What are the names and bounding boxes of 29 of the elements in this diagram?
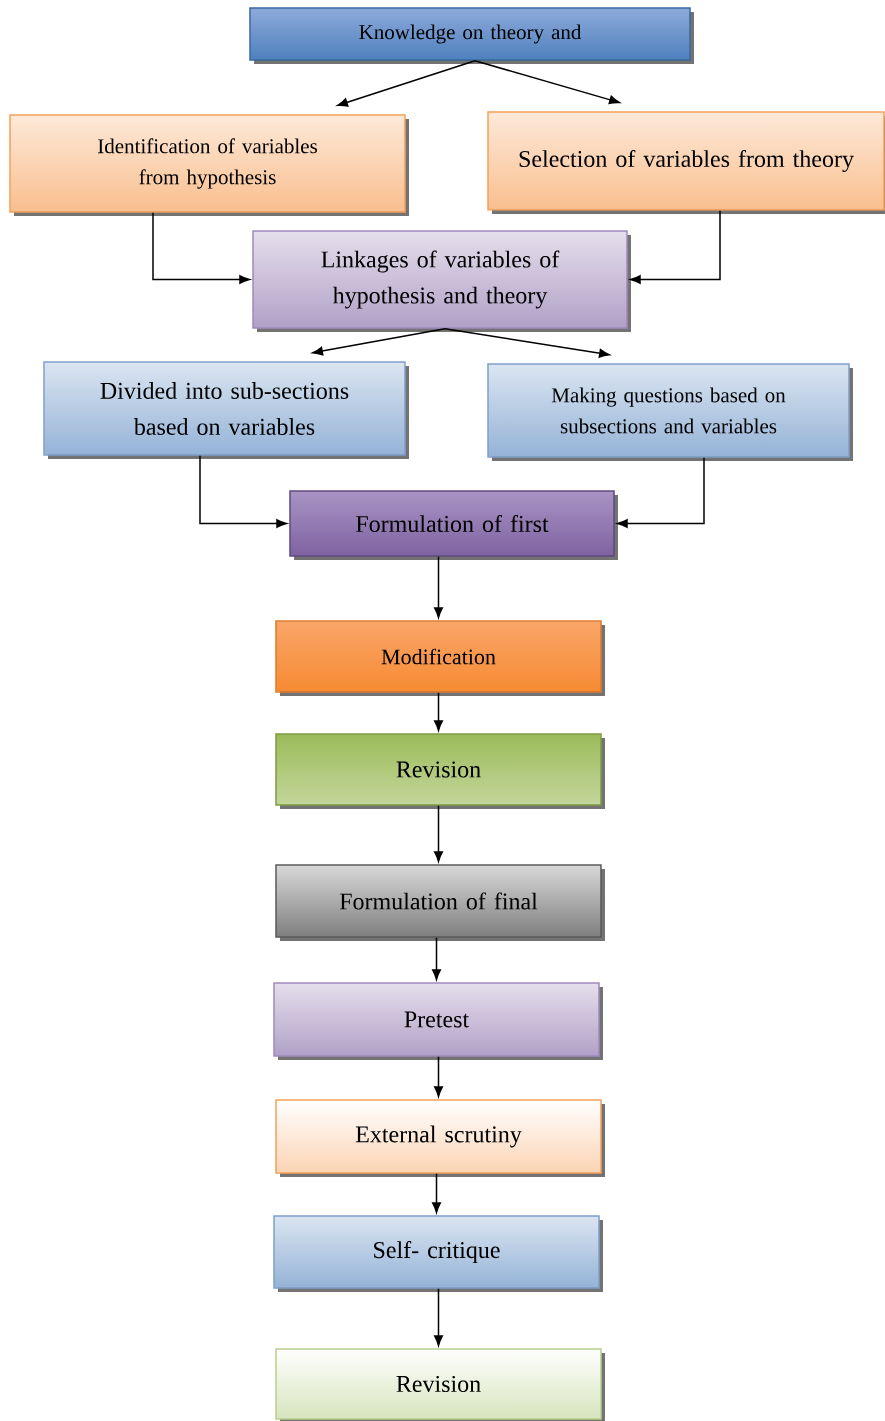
arrow — [434, 1056, 443, 1097]
process-box: Making questions based on subsections and variables — [487, 363, 853, 461]
process-box: Linkages of variables of hypothesis and theory — [252, 230, 631, 332]
arrow — [312, 328, 446, 356]
process-box: Selection of variables from theory — [487, 111, 885, 214]
process-box: Divided into sub-sections based on variables — [43, 361, 409, 459]
process-box: Formulation of first — [289, 490, 618, 560]
process-box: Identification of variables from hypothesis — [9, 114, 409, 216]
arrow — [434, 692, 443, 731]
arrow — [434, 1288, 443, 1346]
arrow — [617, 457, 705, 528]
arrow — [199, 455, 287, 528]
arrow — [434, 805, 443, 862]
process-box: Knowledge on theory and — [249, 7, 694, 64]
process-box: Revision — [275, 1348, 605, 1421]
process-box: External scrutiny — [275, 1099, 605, 1177]
arrow — [474, 60, 620, 105]
arrow — [152, 212, 250, 284]
process-box: Revision — [275, 733, 605, 809]
process-box: Formulation of final — [275, 864, 605, 941]
arrow — [432, 1173, 441, 1213]
process-box: Modification — [275, 620, 605, 696]
arrow — [434, 556, 443, 618]
arrow — [432, 937, 441, 980]
process-box: Self- critique — [273, 1215, 603, 1292]
arrow — [444, 328, 610, 358]
process-box: Pretest — [273, 982, 603, 1060]
arrow — [630, 210, 721, 284]
arrow — [337, 60, 476, 107]
